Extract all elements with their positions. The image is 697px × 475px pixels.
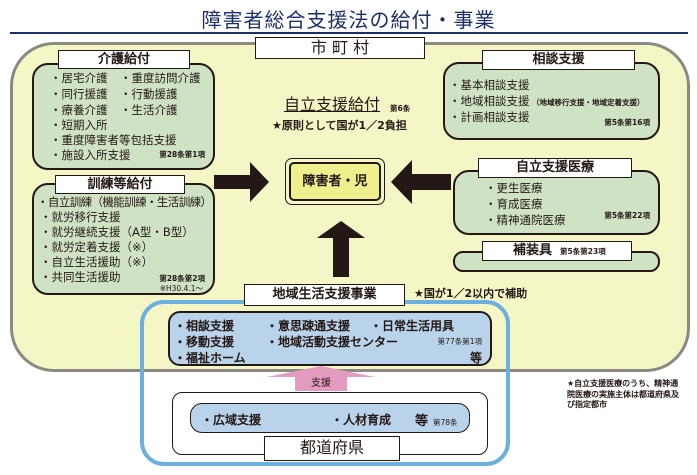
item: ・地域相談支援 [449, 94, 530, 108]
etc: 等 [415, 414, 429, 429]
item: ・人材育成 [331, 413, 392, 427]
hosougu-label: 補装具第5条第23項 [482, 241, 632, 261]
center-label: 障害者・児 [289, 162, 381, 201]
support-label: 支援 [311, 378, 331, 389]
ref: 第5条第23項 [560, 247, 606, 256]
jiritsu-note: ★原則として国が1／2負担 [272, 119, 407, 132]
item: ・施設入所支援 [50, 148, 131, 162]
item: ・移動支援 [174, 335, 235, 349]
arrow-up-icon [317, 221, 365, 277]
ref: 第78条 [433, 418, 458, 427]
item: ・生活介護 [120, 103, 178, 117]
item: ・育成医療 [485, 197, 543, 211]
item: ・精神通院医療 [485, 213, 566, 227]
hosougu-text: 補装具 [513, 243, 553, 258]
chiiki-label: 地域生活支援事業 [244, 284, 405, 306]
item: ・相談支援 [174, 319, 235, 333]
soudan-label: 相談支援 [482, 50, 635, 70]
ref: 第28条第1項 [159, 149, 205, 159]
title-rule [10, 32, 688, 34]
arrow-left-icon [391, 160, 451, 204]
iryou-label: 自立支援医療 [478, 158, 632, 178]
iryou-box: ・更生医療 ・育成医療 ・精神通院医療 第5条第22項 [453, 170, 660, 235]
item: ・日常生活用具 [370, 319, 455, 333]
item: ・就労移行支援 [40, 210, 121, 224]
item: ・計画相談支援 [449, 110, 530, 124]
item: ・就労継続支援（A型・B型） [40, 225, 194, 239]
ref: 第77条第1項 [437, 337, 482, 346]
ref: 第5条第22項 [604, 210, 650, 220]
item: ・療養介護 [50, 103, 108, 117]
footnote: ★自立支援医療のうち、精神通院医療の実施主体は都道府県及び指定都市 [567, 379, 679, 409]
item: ・自立訓練（機能訓練・生活訓練） [37, 195, 212, 209]
chiiki-box: ・相談支援 ・意思疎通支援 ・日常生活用具 ・移動支援 ・地域活動支援センター … [168, 311, 492, 366]
ref: 第28条第2項 [159, 274, 205, 283]
support-arrow-icon [267, 366, 375, 391]
ref: 第5条第16項 [604, 117, 650, 127]
pref-label: 都道府県 [264, 436, 400, 461]
item: ・居宅介護 [50, 71, 108, 85]
item: ・意思疎通支援 [266, 319, 351, 333]
kunren-box: ・自立訓練（機能訓練・生活訓練） ・就労移行支援 ・就労継続支援（A型・B型） … [32, 183, 215, 295]
item: ・地域活動支援センター [266, 335, 399, 349]
item: ・広域支援 [201, 413, 262, 427]
kunren-label: 訓練等給付 [55, 175, 185, 194]
item: ・重度障害者等包括支援 [50, 133, 177, 147]
pref-box: ・広域支援 ・人材育成 等 第78条 [190, 403, 470, 433]
etc: 等 [469, 351, 482, 365]
item: ・同行援護 [50, 87, 108, 101]
kaigo-label: 介護給付 [58, 50, 190, 69]
center-frame: 障害者・児 [285, 158, 385, 205]
item: ・福祉ホーム [174, 351, 246, 365]
chiiki-note: ★国が1／2以内で補助 [414, 287, 528, 300]
item: ・更生医療 [485, 181, 543, 195]
page-title: 障害者総合支援法の給付・事業 [201, 8, 496, 32]
municipality-label: 市 町 村 [255, 37, 425, 59]
kaigo-box: ・居宅介護 ・重度訪問介護 ・同行援護 ・行動援護 ・療養介護 ・生活介護 ・短… [32, 63, 215, 170]
item: ・基本相談支援 [449, 78, 530, 92]
note: ※H30.4.1～ [159, 284, 203, 293]
item: ・短期入所 [50, 118, 108, 132]
soudan-box: ・基本相談支援 ・地域相談支援 （地域移行支援・地域定着支援） ・計画相談支援 … [443, 62, 660, 140]
item-note: （地域移行支援・地域定着支援） [532, 98, 645, 107]
item: ・自立生活援助（※） [40, 255, 154, 269]
arrow-right-icon [214, 162, 269, 202]
jiritsu-ref: 第6条 [390, 104, 411, 113]
item: ・行動援護 [120, 87, 178, 101]
jiritsu-label: 自立支援給付 [284, 95, 381, 114]
item: ・重度訪問介護 [120, 71, 201, 85]
item: ・共同生活援助 [40, 270, 121, 284]
item: ・就労定着支援（※） [40, 240, 154, 254]
